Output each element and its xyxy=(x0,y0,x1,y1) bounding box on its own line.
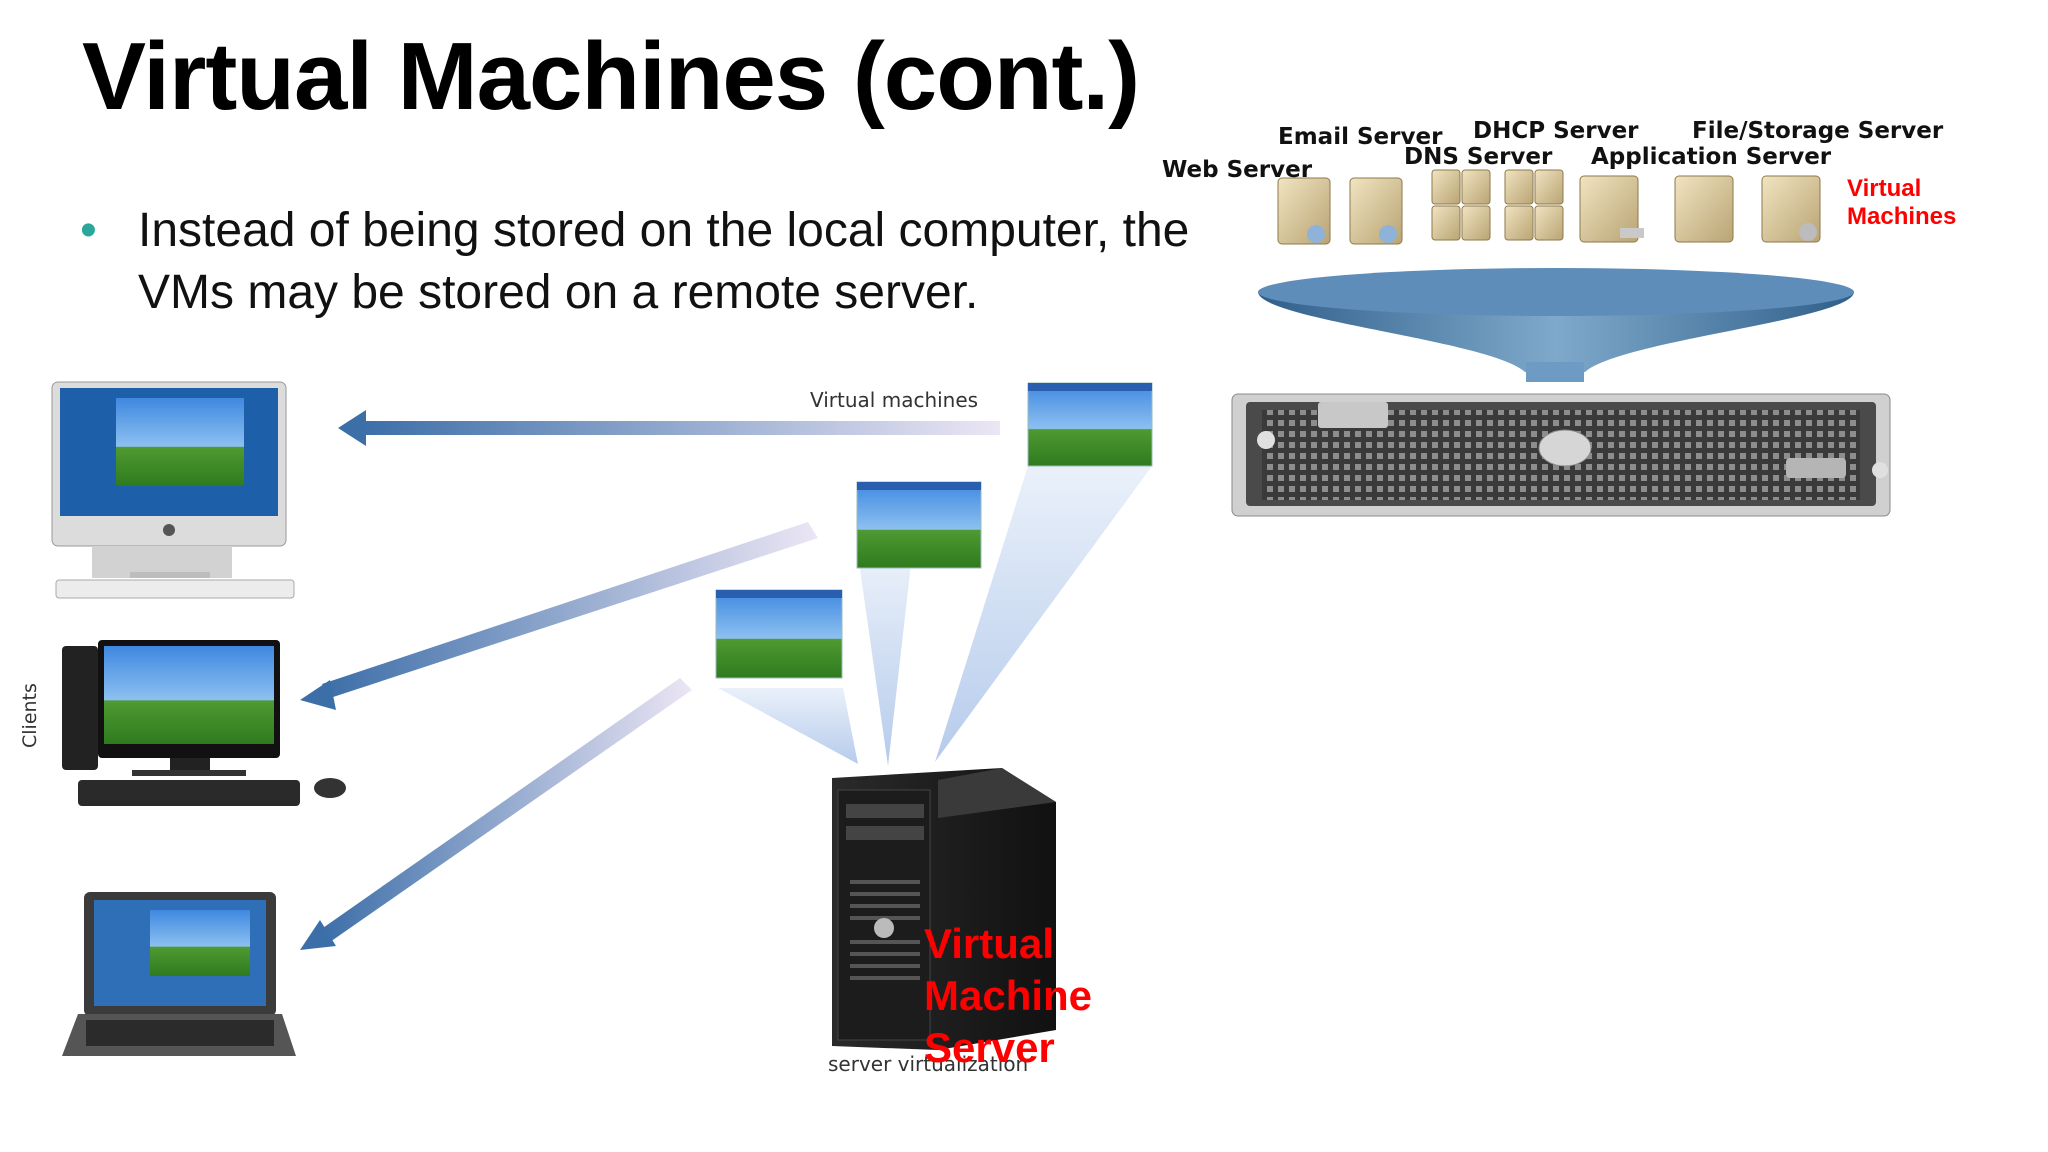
clients-caption: Clients xyxy=(19,683,41,748)
vm-beams xyxy=(718,466,1152,766)
rack-server xyxy=(1231,393,1891,517)
dhcp-server-label: DHCP Server xyxy=(1473,118,1639,144)
bullet-text: Instead of being stored on the local com… xyxy=(138,204,1190,319)
imac-client xyxy=(51,381,295,599)
desktop-client xyxy=(62,640,346,806)
virtual-machines-caption: Virtual machines xyxy=(810,388,979,412)
server-virtualization-caption: server virtualization xyxy=(828,1052,1029,1076)
laptop-client xyxy=(62,892,296,1056)
client-arrows xyxy=(300,410,1000,950)
vm-label-line2: Machines xyxy=(1847,203,1957,230)
tower-server xyxy=(832,768,1056,1050)
bullet-dot-icon: • xyxy=(80,204,97,257)
dns-server-label: DNS Server xyxy=(1404,144,1553,170)
vm-server-line2: Machine xyxy=(924,972,1093,1019)
email-server-label: Email Server xyxy=(1278,124,1443,150)
virtual-machine-server-label: Virtual Machine Server xyxy=(924,918,1092,1074)
application-server-label: Application Server xyxy=(1591,144,1832,170)
web-server-label: Web Server xyxy=(1162,157,1313,183)
bullet-item: • Instead of being stored on the local c… xyxy=(80,200,1200,324)
funnel-shape xyxy=(1258,268,1854,382)
vm-thumbnails xyxy=(715,382,1153,679)
vm-server-line3: Server xyxy=(924,1024,1055,1071)
file-storage-server-label: File/Storage Server xyxy=(1692,118,1944,144)
virtual-machines-label: Virtual Machines xyxy=(1847,175,1956,231)
virtual-server-icons xyxy=(1277,169,1821,245)
vm-label-line1: Virtual xyxy=(1847,175,1922,202)
slide-title: Virtual Machines (cont.) xyxy=(82,23,1140,130)
vm-server-line1: Virtual xyxy=(924,920,1054,967)
